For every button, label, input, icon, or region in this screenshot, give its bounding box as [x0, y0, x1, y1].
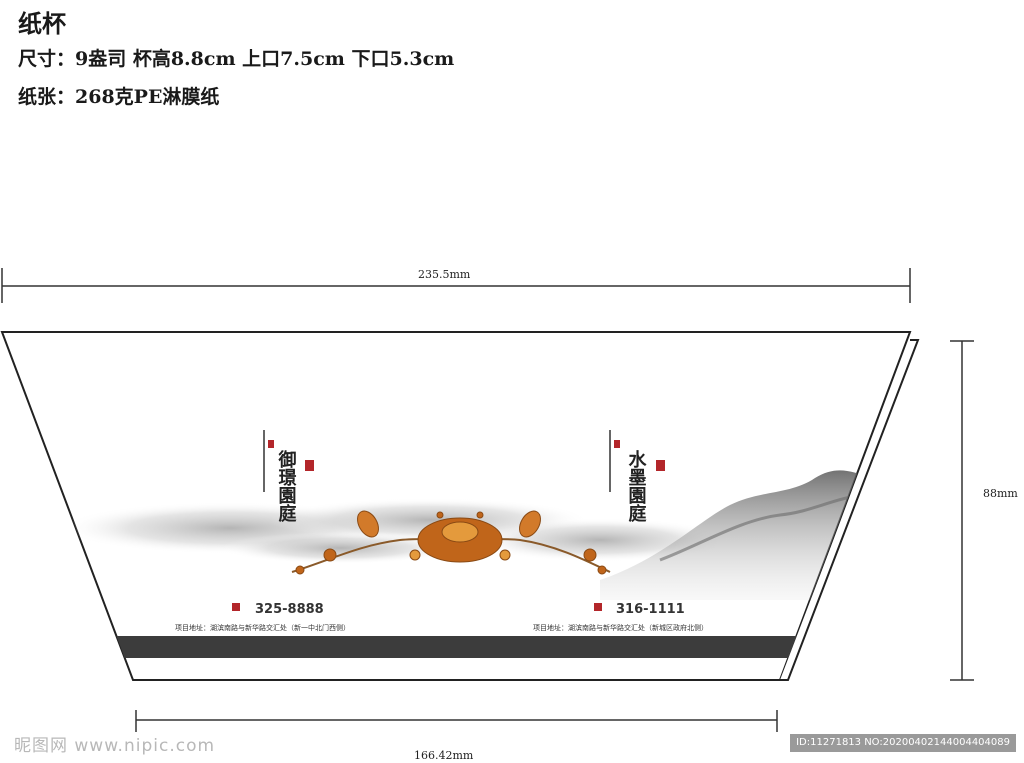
ink-mountain: [600, 470, 870, 600]
left-phone-icon: [232, 603, 240, 611]
cup-seam: [780, 339, 920, 681]
left-phone: 325-8888: [255, 602, 324, 617]
site-watermark: 昵图网 www.nipic.com: [14, 736, 216, 756]
bottom-width-label: 166.42mm: [414, 749, 474, 762]
left-seal: [305, 460, 314, 471]
bottom-band: [2, 636, 910, 658]
height-label: 88mm: [983, 487, 1018, 500]
floral-ornament: [291, 510, 611, 575]
id-watermark: ID:11271813 NO:20200402144004404089: [790, 734, 1016, 752]
right-seal: [656, 460, 665, 471]
size-spec: 尺寸：9盎司 杯高8.8cm 上口7.5cm 下口5.3cm: [18, 48, 455, 70]
bottom-dimension: [135, 710, 778, 732]
left-address: 项目地址：湖滨南路与新华路交汇处（新一中北门西侧）: [175, 623, 350, 632]
right-brand-block: 水墨園庭: [609, 430, 665, 523]
height-dimension: [950, 340, 974, 681]
page-title: 纸杯: [18, 9, 66, 38]
right-phone: 316-1111: [616, 602, 685, 617]
paper-spec: 纸张：268克PE淋膜纸: [18, 86, 220, 108]
right-phone-icon: [594, 603, 602, 611]
right-address: 项目地址：湖滨南路与新华路交汇处（新城区政府北侧）: [533, 623, 708, 632]
top-dimension: [1, 268, 911, 303]
left-brand: 御璟園庭: [276, 449, 298, 523]
right-brand: 水墨園庭: [626, 449, 647, 523]
top-width-label: 235.5mm: [418, 268, 471, 281]
left-brand-block: 御璟園庭: [263, 430, 314, 523]
ink-mountain-ridge: [659, 493, 861, 562]
